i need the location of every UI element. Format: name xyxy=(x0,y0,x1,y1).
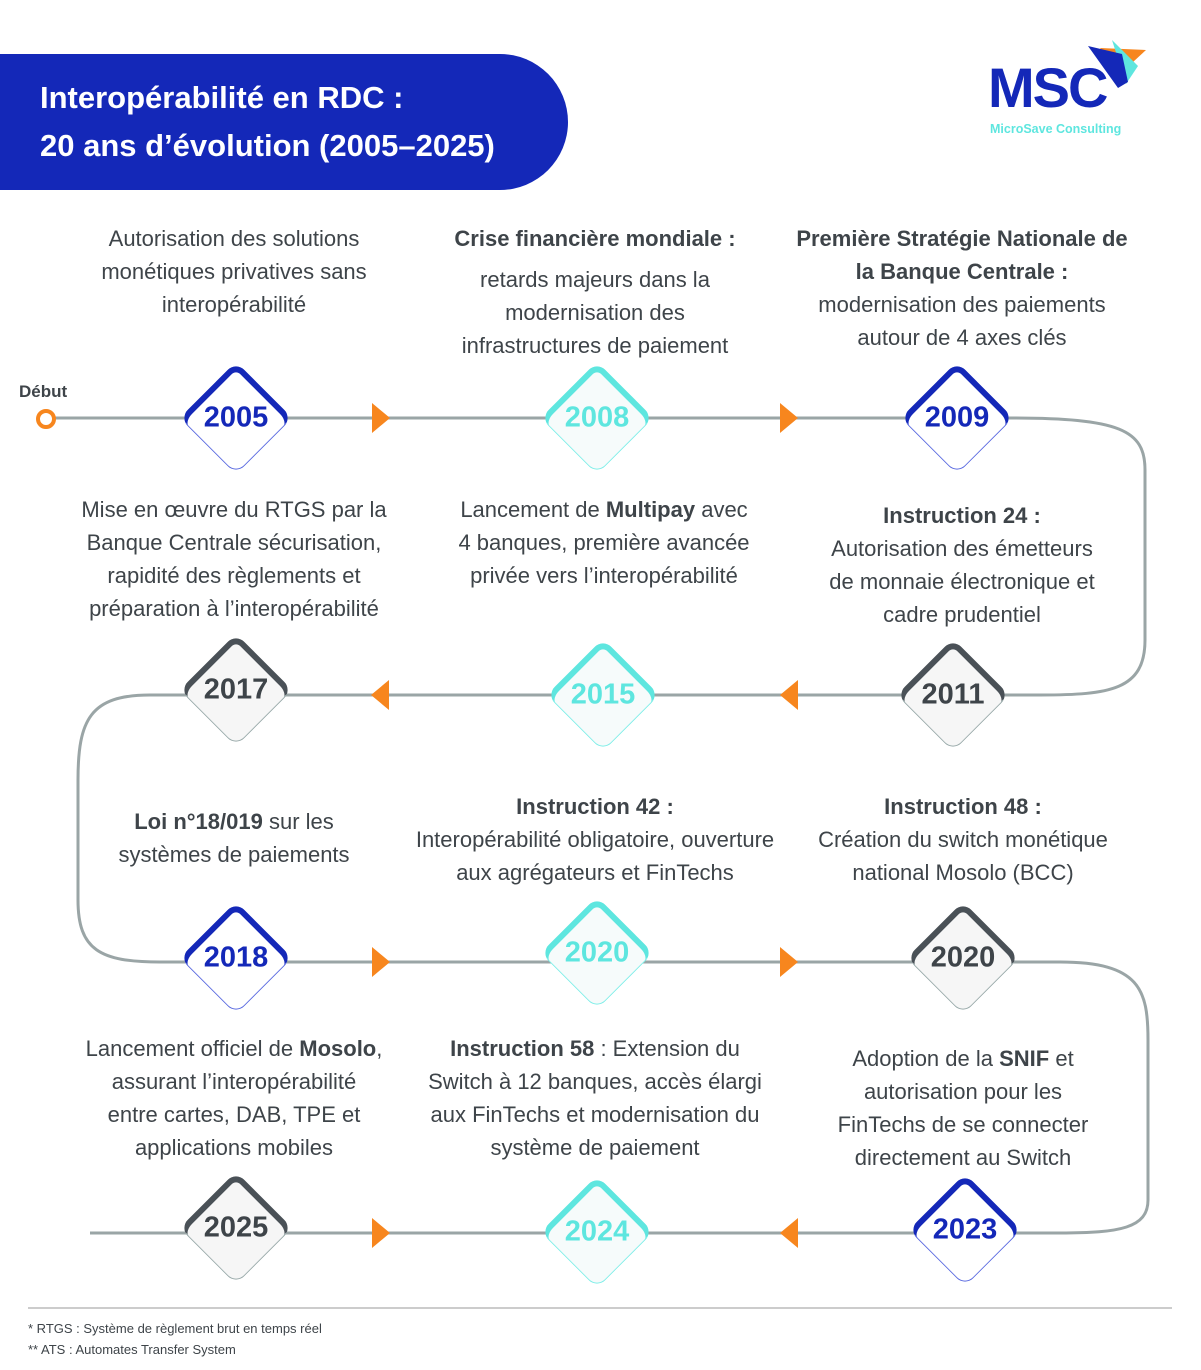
arrow-right-icon xyxy=(780,947,798,977)
year-2005: 2005 xyxy=(203,401,269,434)
year-2011: 2011 xyxy=(921,678,985,711)
footnote-rtgs: * RTGS : Système de règlement brut en te… xyxy=(28,1321,322,1336)
event-text-2025: Lancement officiel de Mosolo, assurant l… xyxy=(85,1036,383,1160)
arrow-left-icon xyxy=(371,680,389,710)
start-dot xyxy=(36,409,56,429)
year-2008: 2008 xyxy=(564,401,630,434)
event-text-2020-b: Instruction 48 : Création du switch moné… xyxy=(818,794,1108,885)
logo-arrow-icon xyxy=(1088,40,1146,88)
arrow-left-icon xyxy=(780,1218,798,1248)
title-line-2: 20 ans d’évolution (2005–2025) xyxy=(40,128,495,163)
start-label: Début xyxy=(19,382,68,401)
year-2024: 2024 xyxy=(564,1215,630,1248)
logo-text: MSC xyxy=(988,56,1108,119)
footnote-ats: ** ATS : Automates Transfer System xyxy=(28,1342,236,1357)
arrow-left-icon xyxy=(780,680,798,710)
event-text-2023: Adoption de la SNIF et autorisation pour… xyxy=(837,1046,1089,1170)
year-2015: 2015 xyxy=(570,678,636,711)
event-text-2024: Instruction 58 : Extension du Switch à 1… xyxy=(428,1036,762,1160)
year-2025: 2025 xyxy=(203,1211,269,1244)
year-2018: 2018 xyxy=(203,941,269,974)
year-2017: 2017 xyxy=(203,673,269,706)
title-line-1: Interopérabilité en RDC : xyxy=(40,80,404,115)
year-2020-a: 2020 xyxy=(564,936,630,969)
title-banner: Interopérabilité en RDC : 20 ans d’évolu… xyxy=(0,54,568,190)
footnote-divider xyxy=(28,1307,1172,1309)
event-text-2018: Loi n°18/019 sur les systèmes de paiemen… xyxy=(118,809,350,867)
event-text-2005: Autorisation des solutions monétiques pr… xyxy=(101,226,367,317)
arrow-right-icon xyxy=(780,403,798,433)
event-text-2011: Instruction 24 : Autorisation des émette… xyxy=(829,503,1095,627)
event-text-2008: Crise financière mondiale :retards majeu… xyxy=(454,226,736,358)
year-2009: 2009 xyxy=(924,401,990,434)
event-text-2020-a: Instruction 42 : Interopérabilité obliga… xyxy=(415,794,775,885)
arrow-right-icon xyxy=(372,1218,390,1248)
logo-subtitle: MicroSave Consulting xyxy=(990,122,1122,136)
event-text-2017: Mise en œuvre du RTGS par la Banque Cent… xyxy=(81,497,387,621)
event-text-2009: Première Stratégie Nationale de la Banqu… xyxy=(796,226,1128,350)
year-2023: 2023 xyxy=(932,1213,998,1246)
msc-logo: MSC MicroSave Consulting xyxy=(988,40,1168,140)
event-text-2015: Lancement de Multipay avec 4 banques, pr… xyxy=(458,497,750,588)
arrow-right-icon xyxy=(372,947,390,977)
arrow-right-icon xyxy=(372,403,390,433)
year-2020-b: 2020 xyxy=(930,941,996,974)
